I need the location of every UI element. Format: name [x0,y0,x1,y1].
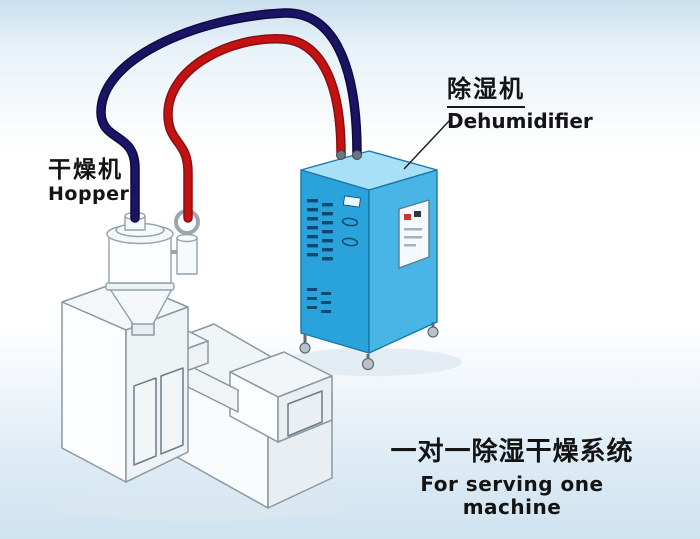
cabinet-door-1 [133,377,157,466]
vent-oval-2 [341,237,359,247]
control-panel [398,199,430,269]
system-caption-zh: 一对一除湿干燥系统 [390,437,634,467]
panel-line-1 [404,228,422,231]
dehumidifier-cabinet [299,150,439,371]
vent-grille-upper [307,199,333,261]
brand-sticker [342,195,361,208]
return-pipe [164,35,345,222]
cabinet-door-2 [160,367,184,455]
panel-line-3 [404,244,416,247]
dehumidifier-label: 除湿机 Dehumidifier [447,76,593,132]
cabinet-left-face [61,301,127,483]
dehumidifier-label-zh: 除湿机 [447,76,525,108]
indicator-red [404,214,411,220]
hopper-label-zh: 干燥机 [48,157,123,183]
casters [299,322,439,371]
panel-line-2 [404,236,422,239]
caster-wheel-front [361,357,375,371]
supply-pipe [97,9,361,222]
system-caption-en: For serving one machine [420,472,604,519]
hopper-flange [105,282,175,291]
pipes [96,8,362,223]
pipe-port-supply [352,150,362,160]
vent-grille-lower [307,288,331,313]
hopper-dryer [105,209,200,325]
caster-wheel-right [427,326,439,338]
hopper-label-en: Hopper [48,182,130,205]
dehumidifier-leader-line [403,119,451,170]
hopper-label: 干燥机 Hopper [48,157,130,205]
hopper-loader [171,209,200,275]
loader-body-top [176,233,198,243]
extruder-machine [61,279,333,509]
system-caption: 一对一除湿干燥系统 For serving one machine [378,437,646,519]
gearbox-panel [287,390,323,437]
caster-wheel-left [299,342,311,354]
pipe-port-return [336,150,346,160]
vent-oval-1 [341,217,359,227]
loader-body [176,237,198,275]
indicator-dark [414,211,421,217]
control-panel-plate [398,199,430,269]
dehumidifier-label-en: Dehumidifier [447,108,593,133]
dehumidifier-front-face [300,169,370,354]
